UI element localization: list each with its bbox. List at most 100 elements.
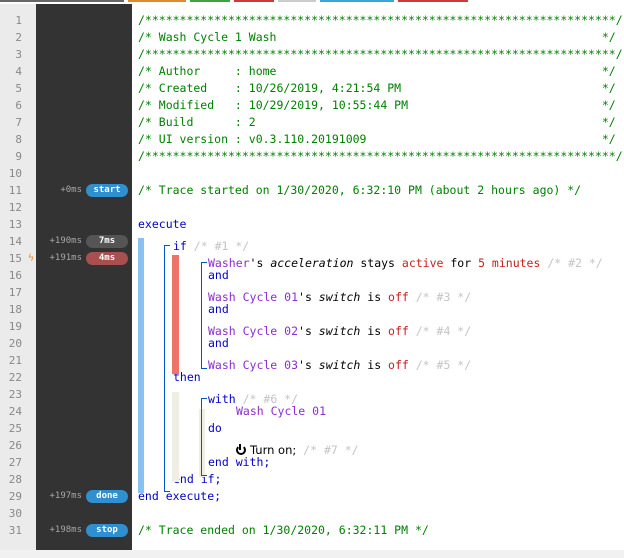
toolbar-segment[interactable] — [278, 0, 316, 2]
device-name[interactable]: Wash Cycle 01 — [208, 290, 299, 304]
with-statement[interactable]: with /* #6 */ — [208, 391, 298, 408]
line-number: 7 — [15, 116, 22, 129]
code-line: do — [208, 421, 222, 435]
line-number: 23 — [8, 388, 22, 401]
lightning-icon: ϟ — [28, 253, 35, 264]
with-bracket — [201, 398, 207, 476]
statement-id-comment: /* #4 */ — [408, 324, 472, 338]
command-text: Turn on; — [250, 443, 297, 457]
code-line: end execute; — [138, 489, 222, 503]
line-number: 29 — [8, 490, 22, 503]
code-line: and — [208, 336, 229, 350]
code-line: /* Modified : 10/29/2019, 10:55:44 PM */ — [138, 98, 616, 112]
turn-on-command[interactable]: Turn on; /* #7 */ — [236, 442, 359, 459]
if-bracket — [164, 245, 170, 492]
line-number: 30 — [8, 507, 22, 520]
line-number-gutter — [0, 4, 36, 554]
trace-offset: +0ms — [60, 185, 82, 195]
attribute-name: switch — [318, 358, 361, 372]
power-icon — [236, 444, 246, 455]
toolbar-segment[interactable] — [0, 0, 124, 2]
code-line: /* Build : 2 */ — [138, 115, 616, 129]
possessive: 's — [298, 324, 319, 338]
line-number: 13 — [8, 218, 22, 231]
condition-4[interactable]: Wash Cycle 03's switch is off /* #5 */ — [208, 357, 471, 374]
toolbar-segment[interactable] — [398, 0, 468, 2]
line-number: 5 — [15, 82, 22, 95]
toolbar-segment[interactable] — [320, 0, 394, 2]
code-line: /* Author : home */ — [138, 64, 616, 78]
device-name[interactable]: Wash Cycle 01 — [236, 404, 327, 418]
line-number: 16 — [8, 269, 22, 282]
toolbar-segment[interactable] — [234, 0, 274, 2]
code-line: /* Trace started on 1/30/2020, 6:32:10 P… — [138, 183, 582, 197]
conditions-bracket — [201, 262, 207, 369]
line-number: 6 — [15, 99, 22, 112]
line-number: 25 — [8, 422, 22, 435]
line-number: 14 — [8, 235, 22, 248]
line-number: 26 — [8, 439, 22, 452]
device-name[interactable]: Washer — [208, 256, 250, 270]
if-keyword: if — [173, 239, 187, 253]
value: active — [401, 256, 444, 270]
condition-1[interactable]: Washer's acceleration stays active for 5… — [208, 255, 603, 272]
trace-gutter — [36, 4, 132, 554]
code-line: /* Trace ended on 1/30/2020, 6:32:11 PM … — [138, 523, 429, 537]
code-line: execute — [138, 217, 187, 231]
line-number: 31 — [8, 524, 22, 537]
code-line: /***************************************… — [138, 47, 623, 61]
line-number: 4 — [15, 65, 22, 78]
code-line: /***************************************… — [138, 149, 623, 163]
statement-id-comment: /* #6 */ — [235, 392, 299, 406]
operator: is — [360, 358, 389, 372]
horizontal-scrollbar[interactable] — [0, 550, 624, 558]
line-number: 19 — [8, 320, 22, 333]
line-number: 17 — [8, 286, 22, 299]
possessive: 's — [298, 290, 319, 304]
for-word: for — [443, 256, 479, 270]
code-line: end if; — [173, 472, 222, 486]
code-line: /* Created : 10/26/2019, 4:21:54 PM */ — [138, 81, 616, 95]
code-line: and — [208, 302, 229, 316]
value: off — [388, 290, 409, 304]
line-number: 18 — [8, 303, 22, 316]
line-number: 1 — [15, 14, 22, 27]
statement-id-comment: /* #5 */ — [408, 358, 472, 372]
operator: is — [360, 324, 389, 338]
line-number: 2 — [15, 31, 22, 44]
trace-offset: +197ms — [49, 491, 82, 501]
line-number: 3 — [15, 48, 22, 61]
possessive: 's — [298, 358, 319, 372]
with-block-bar — [199, 409, 205, 477]
line-number: 24 — [8, 405, 22, 418]
line-number: 12 — [8, 201, 22, 214]
trace-offset: +198ms — [49, 525, 82, 535]
device-name[interactable]: Wash Cycle 03 — [208, 358, 299, 372]
trace-offset: +191ms — [49, 253, 82, 263]
with-keyword: with — [208, 392, 236, 406]
statement-id-comment: /* #2 */ — [540, 256, 603, 270]
toolbar-strip — [0, 0, 624, 4]
then-block-bar — [172, 392, 179, 482]
line-number: 15 — [8, 252, 22, 265]
trace-badge[interactable]: 7ms — [86, 235, 128, 248]
toolbar-segment[interactable] — [128, 0, 186, 2]
trace-badge[interactable]: done — [86, 490, 128, 503]
code-line: /***************************************… — [138, 13, 623, 27]
toolbar-segment[interactable] — [190, 0, 230, 2]
possessive: 's — [249, 256, 271, 270]
line-number: 21 — [8, 354, 22, 367]
value: off — [388, 324, 409, 338]
condition-3[interactable]: Wash Cycle 02's switch is off /* #4 */ — [208, 323, 471, 340]
condition-2[interactable]: Wash Cycle 01's switch is off /* #3 */ — [208, 289, 471, 306]
if-statement[interactable]: if /* #1 */ — [173, 238, 249, 255]
device-name[interactable]: Wash Cycle 02 — [208, 324, 299, 338]
code-line: and — [208, 268, 229, 282]
trace-badge[interactable]: 4ms — [86, 252, 128, 265]
duration-unit: minutes — [485, 256, 541, 270]
line-number: 10 — [8, 167, 22, 180]
attribute-name: acceleration — [270, 256, 354, 270]
trace-badge[interactable]: start — [86, 184, 128, 197]
statement-id-comment: /* #7 */ — [296, 443, 359, 457]
trace-badge[interactable]: stop — [86, 524, 128, 537]
